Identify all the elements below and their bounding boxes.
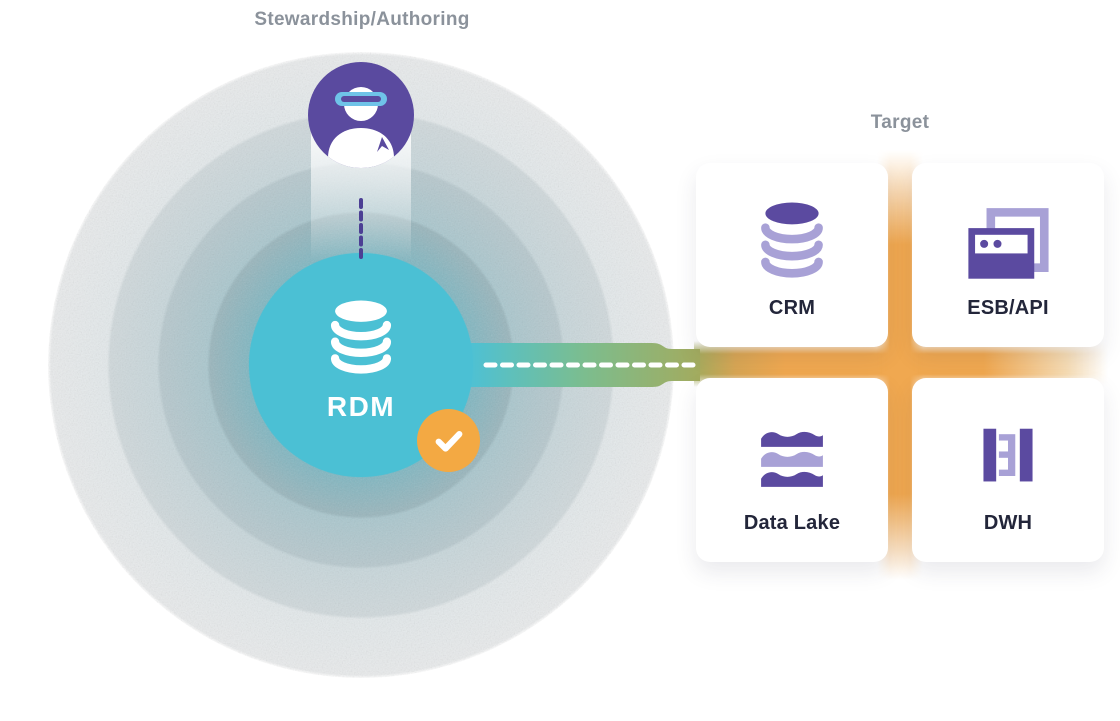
crm-card-label: CRM [768,297,816,319]
crm-database-icon [761,202,823,278]
dwh-bars-icon [983,428,1033,482]
target-card-esb-api: ESB/API [912,163,1104,347]
steward-badge [308,62,414,168]
data-lake-waves-icon [761,431,823,487]
steward-person-icon [308,62,414,168]
target-zone-title: Target [870,112,930,133]
esb-icon-box [964,197,1052,285]
check-icon [435,430,462,452]
esb-api-icon [968,208,1049,279]
target-card-dwh: DWH [912,378,1104,562]
crm-icon-box [754,197,830,285]
rdm-to-target-connector [470,343,700,387]
stewardship-zone-title: Stewardship/Authoring [254,9,470,30]
approved-badge [417,409,480,472]
esb-api-card-label: ESB/API [967,297,1049,319]
data-lake-icon-box [752,412,832,500]
database-icon [330,300,392,374]
rdm-label: RDM [326,391,396,422]
data-lake-card-label: Data Lake [743,512,841,534]
dwh-icon-box [968,412,1048,500]
authoring-dashed-line [359,198,363,260]
dwh-card-label: DWH [983,512,1033,534]
target-card-crm: CRM [696,163,888,347]
target-card-data-lake: Data Lake [696,378,888,562]
